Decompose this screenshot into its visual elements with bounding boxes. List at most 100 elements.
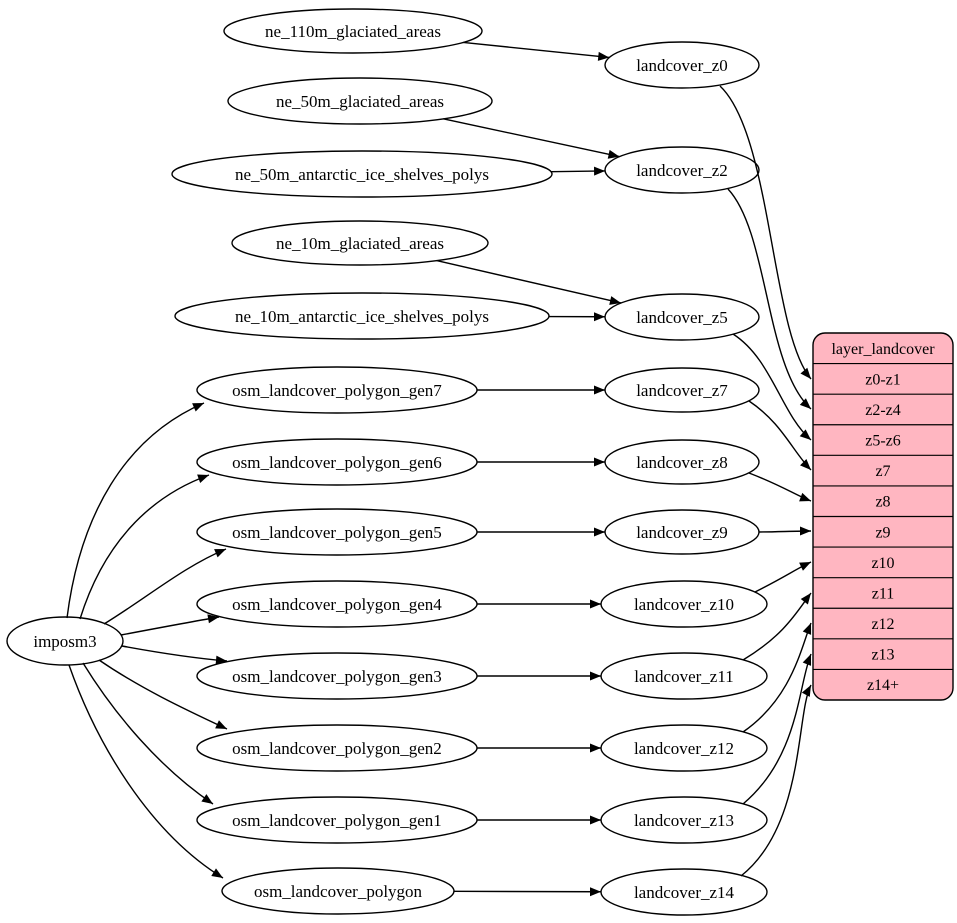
- node-label: ne_110m_glaciated_areas: [265, 22, 441, 41]
- node-ellipse: [604, 146, 760, 194]
- edge-landcover_z13-to-layer_landcover-z13: [742, 653, 812, 805]
- arrowhead: [800, 526, 811, 536]
- edge-path: [79, 474, 210, 620]
- arrowhead: [594, 166, 606, 176]
- arrowhead: [590, 743, 601, 753]
- node-ellipse: [6, 616, 124, 666]
- edge-path: [740, 684, 812, 877]
- node-label: landcover_z7: [636, 381, 728, 400]
- edge-imposm3-to-osm_landcover_polygon_gen4: [120, 614, 220, 636]
- edge-imposm3-to-osm_landcover_polygon_gen7: [66, 402, 205, 619]
- arrowhead: [594, 457, 605, 467]
- edge-path: [103, 548, 227, 625]
- node-ne_50m_antarctic_ice_shelves_polys: ne_50m_antarctic_ice_shelves_polys: [171, 150, 553, 198]
- node-label: landcover_z13: [634, 811, 734, 830]
- edge-ne_10m_glaciated_areas-to-landcover_z5: [436, 259, 622, 305]
- arrowhead: [589, 887, 602, 897]
- edge-imposm3-to-osm_landcover_polygon_gen6: [79, 474, 210, 620]
- node-label: imposm3: [33, 632, 96, 651]
- arrowhead: [594, 527, 605, 537]
- edge-ne_110m_glaciated_areas-to-landcover_z0: [463, 41, 610, 61]
- node-osm_landcover_polygon_gen7: osm_landcover_polygon_gen7: [196, 366, 478, 414]
- table-row-z10: z10: [871, 555, 894, 572]
- edge-path: [82, 662, 214, 805]
- edge-path: [436, 259, 622, 304]
- node-ne_10m_glaciated_areas: ne_10m_glaciated_areas: [231, 220, 489, 266]
- arrowhead: [593, 312, 606, 322]
- arrowhead: [802, 654, 812, 666]
- node-label: landcover_z9: [636, 523, 728, 542]
- edge-osm_landcover_polygon_gen2-to-landcover_z12: [477, 743, 601, 753]
- edge-imposm3-to-osm_landcover_polygon_gen3: [121, 645, 228, 665]
- arrowhead: [607, 149, 620, 159]
- node-ne_50m_glaciated_areas: ne_50m_glaciated_areas: [227, 77, 493, 125]
- table-row-z11: z11: [872, 585, 895, 602]
- arrowhead: [594, 385, 605, 395]
- arrowhead: [214, 549, 226, 558]
- node-ne_10m_antarctic_ice_shelves_polys: ne_10m_antarctic_ice_shelves_polys: [174, 292, 550, 340]
- arrowhead: [590, 599, 601, 609]
- node-label: osm_landcover_polygon_gen4: [232, 595, 442, 614]
- edge-landcover_z9-to-layer_landcover-z9: [758, 526, 812, 536]
- node-landcover_z13: landcover_z13: [600, 796, 768, 844]
- node-osm_landcover_polygon: osm_landcover_polygon: [221, 867, 455, 915]
- node-landcover_z9: landcover_z9: [604, 509, 760, 555]
- edge-osm_landcover_polygon_gen3-to-landcover_z11: [477, 671, 601, 681]
- edge-path: [68, 664, 224, 879]
- edge-imposm3-to-osm_landcover_polygon_gen2: [98, 659, 228, 730]
- arrowhead: [800, 459, 811, 470]
- arrowhead: [590, 815, 601, 825]
- edge-path: [463, 41, 610, 59]
- edge-imposm3-to-osm_landcover_polygon_gen1: [82, 662, 214, 805]
- arrowhead: [590, 671, 601, 681]
- node-label: landcover_z8: [636, 453, 728, 472]
- arrowhead: [192, 403, 204, 412]
- node-ellipse: [604, 41, 760, 89]
- table-row-z13: z13: [871, 647, 894, 664]
- node-label: ne_50m_antarctic_ice_shelves_polys: [235, 165, 489, 184]
- edge-path: [443, 118, 620, 158]
- table-title: layer_landcover: [831, 341, 935, 358]
- table-layer_landcover: layer_landcoverz0-z1z2-z4z5-z6z7z8z9z10z…: [812, 332, 954, 701]
- edge-landcover_z7-to-layer_landcover-z7: [748, 400, 812, 471]
- node-label: landcover_z2: [636, 161, 728, 180]
- edge-ne_10m_antarctic_ice_shelves_polys-to-landcover_z5: [548, 312, 606, 322]
- node-ellipse: [231, 220, 489, 266]
- edge-ne_50m_glaciated_areas-to-landcover_z2: [443, 118, 620, 159]
- edge-path: [719, 85, 812, 380]
- edge-path: [727, 188, 812, 410]
- table-row-z12: z12: [871, 616, 894, 633]
- table-row-z14+: z14+: [867, 677, 899, 694]
- node-landcover_z11: landcover_z11: [600, 652, 768, 700]
- node-label: osm_landcover_polygon_gen1: [232, 811, 442, 830]
- edge-osm_landcover_polygon_gen7-to-landcover_z7: [477, 385, 605, 395]
- arrowhead: [799, 492, 811, 502]
- node-label: osm_landcover_polygon_gen2: [232, 739, 442, 758]
- node-landcover_z12: landcover_z12: [600, 724, 768, 772]
- node-label: osm_landcover_polygon: [254, 882, 423, 901]
- arrowhead: [215, 655, 227, 665]
- arrowhead: [201, 794, 213, 804]
- edge-path: [742, 653, 812, 805]
- arrowhead: [800, 593, 811, 605]
- table-row-z0-z1: z0-z1: [865, 371, 901, 388]
- arrowhead: [799, 429, 811, 440]
- arrowhead: [597, 51, 610, 61]
- edge-osm_landcover_polygon_gen6-to-landcover_z8: [477, 457, 605, 467]
- node-label: ne_10m_glaciated_areas: [276, 234, 444, 253]
- edge-ne_50m_antarctic_ice_shelves_polys-to-landcover_z2: [550, 166, 606, 176]
- edge-osm_landcover_polygon_gen5-to-landcover_z9: [477, 527, 605, 537]
- edge-osm_landcover_polygon_gen4-to-landcover_z10: [477, 599, 601, 609]
- node-ellipse: [171, 150, 553, 198]
- node-label: osm_landcover_polygon_gen6: [232, 453, 442, 472]
- edge-path: [98, 659, 228, 730]
- node-landcover_z8: landcover_z8: [604, 439, 760, 485]
- node-landcover_z5: landcover_z5: [604, 293, 760, 341]
- edge-imposm3-to-osm_landcover_polygon_gen5: [103, 548, 227, 625]
- node-imposm3: imposm3: [6, 616, 124, 666]
- edge-landcover_z5-to-layer_landcover-z5-z6: [732, 333, 812, 441]
- node-osm_landcover_polygon_gen3: osm_landcover_polygon_gen3: [196, 652, 478, 700]
- table-row-z5-z6: z5-z6: [865, 433, 901, 450]
- node-osm_landcover_polygon_gen1: osm_landcover_polygon_gen1: [196, 796, 478, 844]
- node-landcover_z0: landcover_z0: [604, 41, 760, 89]
